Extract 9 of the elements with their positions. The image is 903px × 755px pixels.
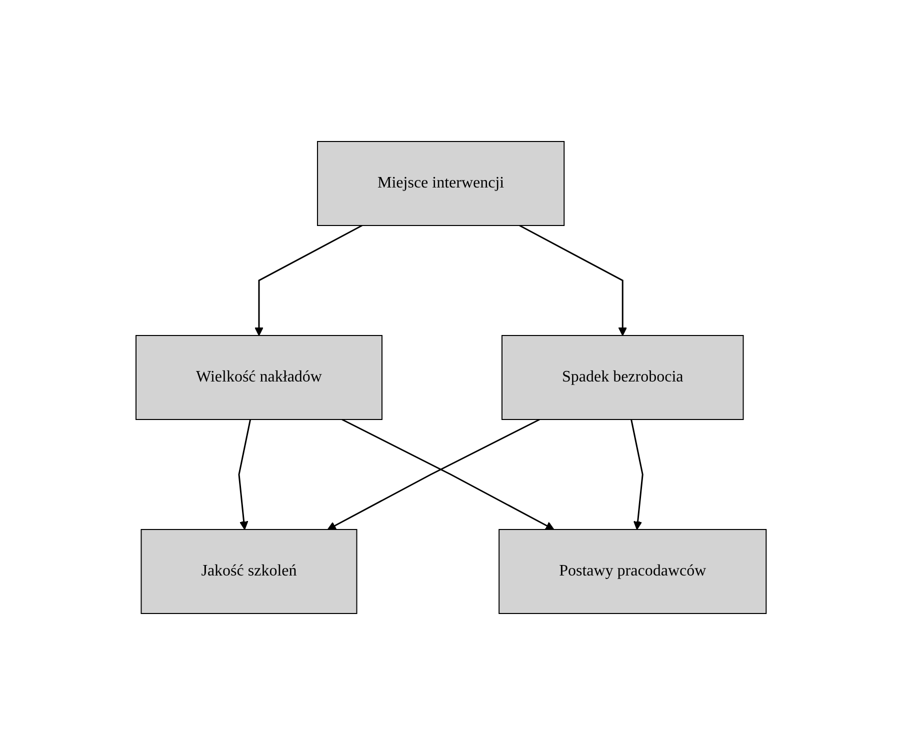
arrow bbox=[238, 419, 252, 530]
node-box: Miejsce interwencji bbox=[317, 141, 566, 226]
node-box: Postawy pracodawców bbox=[499, 529, 768, 614]
node-box: Spadek bezrobocia bbox=[502, 335, 744, 420]
arrow bbox=[630, 419, 644, 530]
node-box: Jakość szkoleń bbox=[141, 529, 358, 614]
node-box: Wielkość nakładów bbox=[136, 335, 383, 420]
arrow bbox=[520, 224, 628, 336]
arrow bbox=[255, 224, 363, 336]
